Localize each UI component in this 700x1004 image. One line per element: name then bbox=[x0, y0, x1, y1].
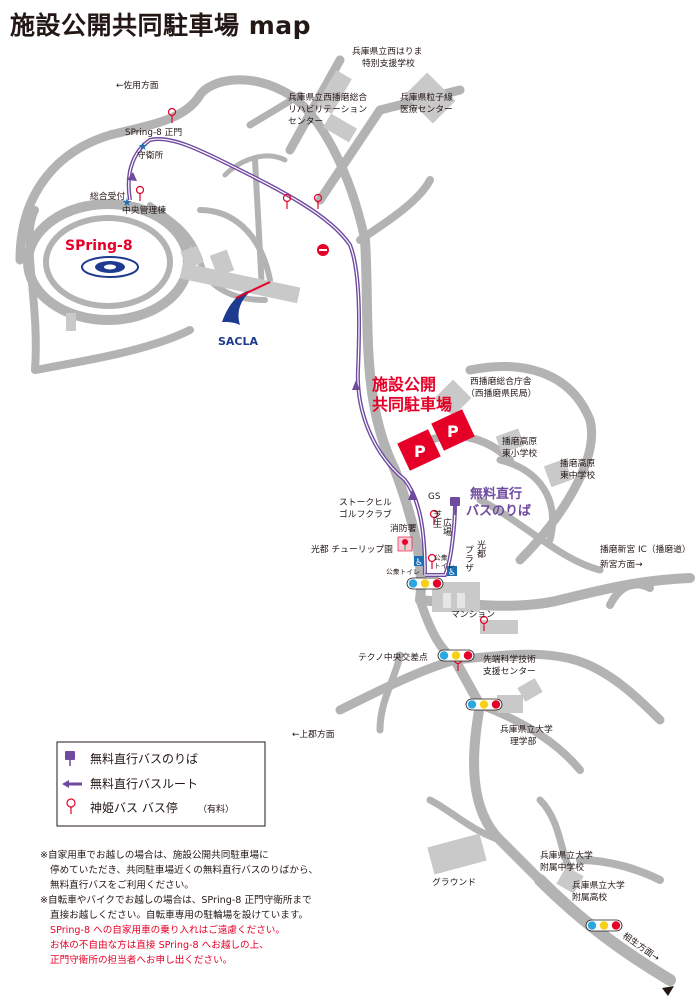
no-entry-icon bbox=[317, 244, 329, 256]
label-kamigori: ←上郡方面 bbox=[292, 728, 335, 740]
label-tulip: 光都 チューリップ園 bbox=[311, 543, 393, 555]
label-toilet-left: 公衆トイレ bbox=[386, 567, 420, 576]
legend-shinki-icon bbox=[66, 798, 76, 814]
label-advanced-2: 支援センター bbox=[483, 665, 536, 677]
sacla-logo: SACLA bbox=[218, 281, 271, 348]
label-ic-1: 播磨新宮 IC（播磨道） bbox=[600, 543, 691, 555]
label-toilet-right-2: トイレ bbox=[434, 562, 455, 570]
parking-title-1: 施設公開 bbox=[372, 375, 436, 394]
notes: ※自家用車でお越しの場合は、施設公開共同駐車場に 停めていただき、共同駐車場近く… bbox=[40, 848, 360, 968]
svg-text:SPring-8: SPring-8 bbox=[65, 238, 133, 254]
label-univ-sci-2: 理学部 bbox=[510, 735, 537, 747]
tulip-icon bbox=[397, 536, 413, 552]
svg-text:SACLA: SACLA bbox=[218, 335, 259, 348]
label-univ-jhs-1: 兵庫県立大学 bbox=[540, 849, 593, 861]
note-1a: ※自家用車でお越しの場合は、施設公開共同駐車場に bbox=[40, 850, 269, 861]
note-red-3: 正門守衛所の担当者へお申し出ください。 bbox=[50, 955, 233, 966]
wheelchair-icon: ♿ ♿ bbox=[414, 556, 457, 578]
label-univ-sci-1: 兵庫県立大学 bbox=[500, 723, 553, 735]
label-rehab-2: リハビリテーション bbox=[288, 104, 367, 115]
label-reception: 総合受付 bbox=[90, 190, 125, 202]
label-stockhill-1: ストークヒル bbox=[339, 497, 392, 508]
label-univ-hs-2: 附属高校 bbox=[572, 891, 607, 903]
legend-shinki: 神姫バス バス停 bbox=[90, 800, 178, 815]
note-red-1: SPring-8 への自家用車の乗り入れはご遠慮ください。 bbox=[50, 925, 285, 936]
legend-bus-stop: 無料直行バスのりば bbox=[90, 751, 198, 766]
legend-route-icon bbox=[62, 780, 82, 788]
note-2b: 直接お越しください。自転車専用の駐輪場を設けています。 bbox=[50, 910, 309, 921]
label-fire: 消防署 bbox=[390, 522, 417, 534]
aioi-arrow bbox=[662, 986, 674, 996]
note-red-2: お体の不自由な方は直接 SPring-8 へお越しの上、 bbox=[50, 940, 269, 951]
buildings bbox=[66, 70, 584, 894]
label-plaza-2: プラザ bbox=[463, 545, 474, 572]
label-spring8-gate: SPring-8 正門 bbox=[125, 127, 182, 138]
legend-bus-route: 無料直行バスルート bbox=[90, 776, 198, 791]
label-ic-2: 新宮方面→ bbox=[600, 558, 643, 570]
legend-bus-stop-icon bbox=[65, 751, 75, 766]
label-tokubetsu: 特別支援学校 bbox=[362, 57, 415, 69]
label-gs: GS bbox=[428, 492, 441, 502]
bus-stop-title-1: 無料直行 bbox=[470, 486, 522, 502]
note-1c: 無料直行バスをご利用ください。 bbox=[50, 880, 194, 891]
svg-text:★: ★ bbox=[138, 140, 148, 153]
label-shiba-1: 芝生 bbox=[431, 509, 442, 528]
label-univ-jhs-2: 附属中学校 bbox=[540, 861, 584, 873]
parking-icon: P P bbox=[397, 409, 475, 471]
label-elem-1: 播磨高原 bbox=[502, 435, 537, 447]
legend-shinki-paid: （有料） bbox=[198, 803, 234, 815]
bus-stop-title-2: バスのりば bbox=[466, 504, 531, 519]
bus-stop-sign-icon bbox=[450, 497, 460, 515]
label-particle-1: 兵庫県粒子線 bbox=[400, 91, 453, 103]
label-rehab-3: センター bbox=[288, 116, 323, 127]
label-guard: 守衛所 bbox=[137, 149, 164, 161]
parking-title-2: 共同駐車場 bbox=[372, 395, 452, 414]
label-toilet-right-1: 公衆 bbox=[434, 553, 448, 562]
legend: 無料直行バスのりば 無料直行バスルート 神姫バス バス停 （有料） bbox=[56, 741, 266, 827]
note-1b: 停めていただき、共同駐車場近くの無料直行バスのりばから、 bbox=[50, 865, 319, 876]
label-plaza-1: 光都 bbox=[475, 539, 486, 559]
label-ground: グラウンド bbox=[432, 876, 476, 888]
label-rehab-1: 兵庫県立西播磨総合 bbox=[288, 91, 367, 103]
label-stockhill-2: ゴルフクラブ bbox=[339, 508, 392, 520]
label-sayo: ←佐用方面 bbox=[116, 79, 159, 91]
label-techno: テクノ中央交差点 bbox=[358, 651, 428, 663]
label-office-1: 西播磨総合庁舎 bbox=[470, 375, 532, 387]
shinki-bus-stops bbox=[135, 107, 489, 671]
svg-text:P: P bbox=[447, 422, 459, 441]
label-elem-2: 東小学校 bbox=[502, 447, 537, 459]
label-particle-2: 医療センター bbox=[400, 103, 453, 115]
svg-text:♿: ♿ bbox=[415, 558, 423, 568]
label-central-admin: 中央管理棟 bbox=[122, 204, 166, 216]
label-shiba-2: 広場 bbox=[441, 517, 452, 537]
traffic-light-icon bbox=[406, 577, 623, 932]
bus-route bbox=[126, 137, 457, 577]
svg-text:P: P bbox=[414, 442, 426, 461]
svg-text:★: ★ bbox=[122, 196, 132, 209]
label-nishiharima-school: 兵庫県立西はりま bbox=[352, 45, 422, 57]
page-title: 施設公開共同駐車場 map bbox=[10, 11, 312, 40]
label-advanced-1: 先端科学技術 bbox=[483, 653, 536, 665]
note-2a: ※自転車やバイクでお越しの場合は、SPring-8 正門守衛所まで bbox=[40, 895, 312, 906]
label-jhs-1: 播磨高原 bbox=[560, 457, 595, 469]
label-univ-hs-1: 兵庫県立大学 bbox=[572, 879, 625, 891]
spring8-logo: SPring-8 bbox=[65, 238, 139, 278]
star-icon: ★ ★ bbox=[122, 140, 148, 209]
label-office-2: （西播磨県民局） bbox=[466, 387, 536, 399]
label-jhs-2: 東中学校 bbox=[560, 469, 595, 481]
label-mansion: マンション bbox=[451, 610, 495, 620]
svg-text:♿: ♿ bbox=[448, 568, 456, 578]
